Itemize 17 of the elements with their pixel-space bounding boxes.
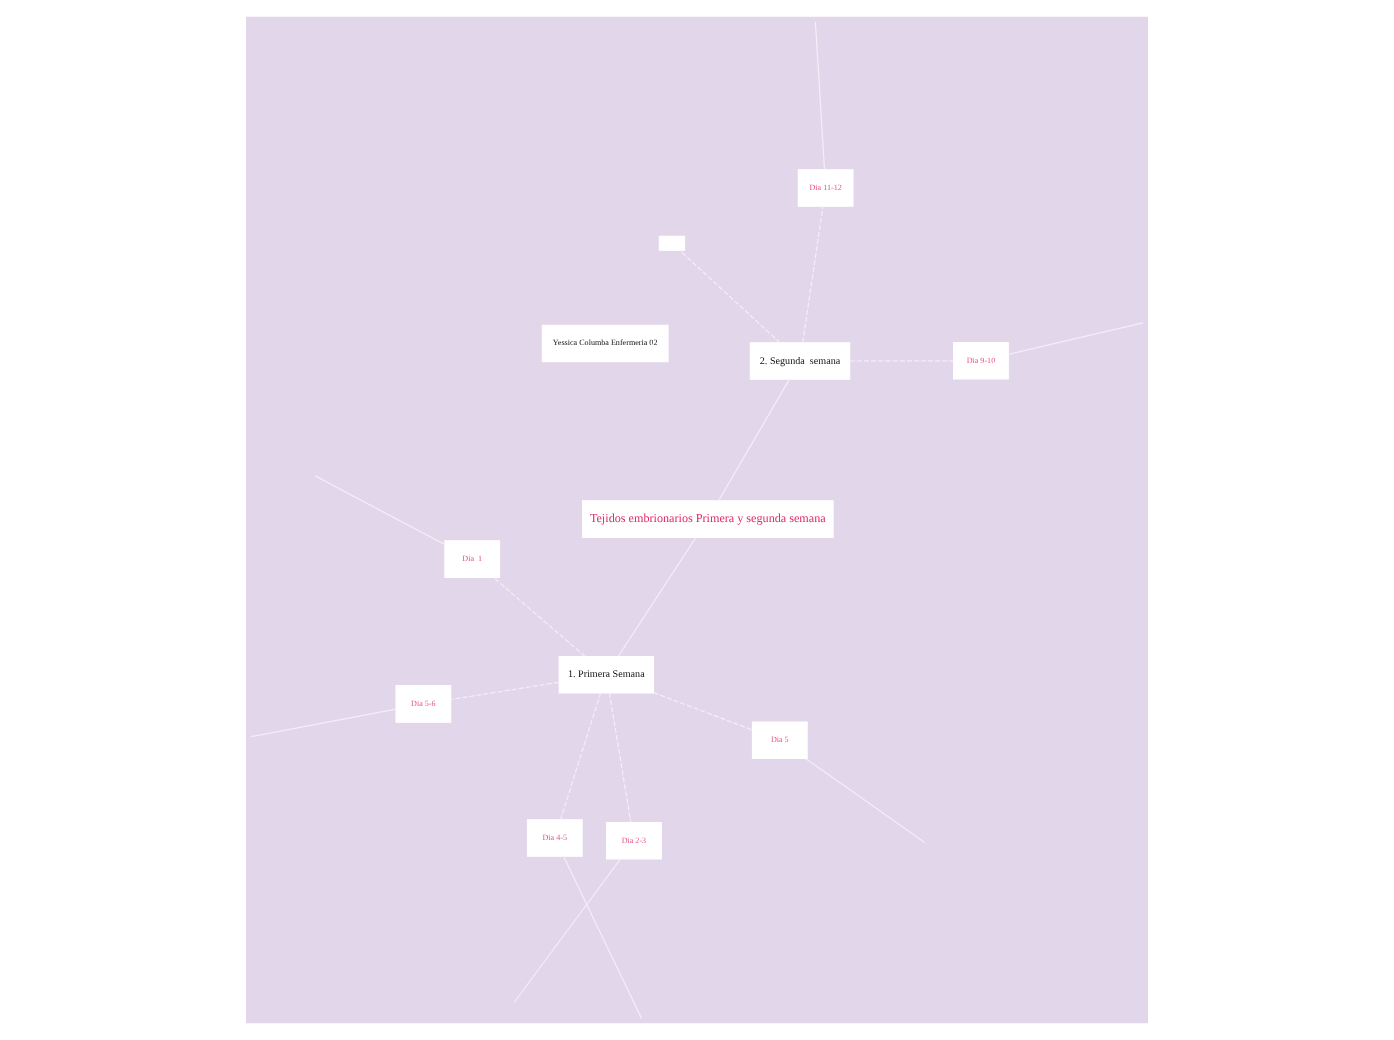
connector: [679, 249, 781, 344]
connector: [802, 205, 824, 344]
connector: [1007, 322, 1144, 355]
connector: [513, 858, 621, 1004]
connector: [450, 681, 560, 701]
connector: [314, 475, 446, 546]
connector: [814, 21, 826, 171]
connector: [493, 577, 586, 657]
connector: [608, 692, 632, 823]
connector: [563, 855, 643, 1020]
connector: [805, 758, 926, 844]
connector: [250, 708, 397, 738]
connector: [653, 692, 753, 731]
connector: [617, 536, 697, 657]
connector: [718, 378, 790, 502]
node-box: [658, 235, 686, 251]
connector: [560, 692, 602, 821]
